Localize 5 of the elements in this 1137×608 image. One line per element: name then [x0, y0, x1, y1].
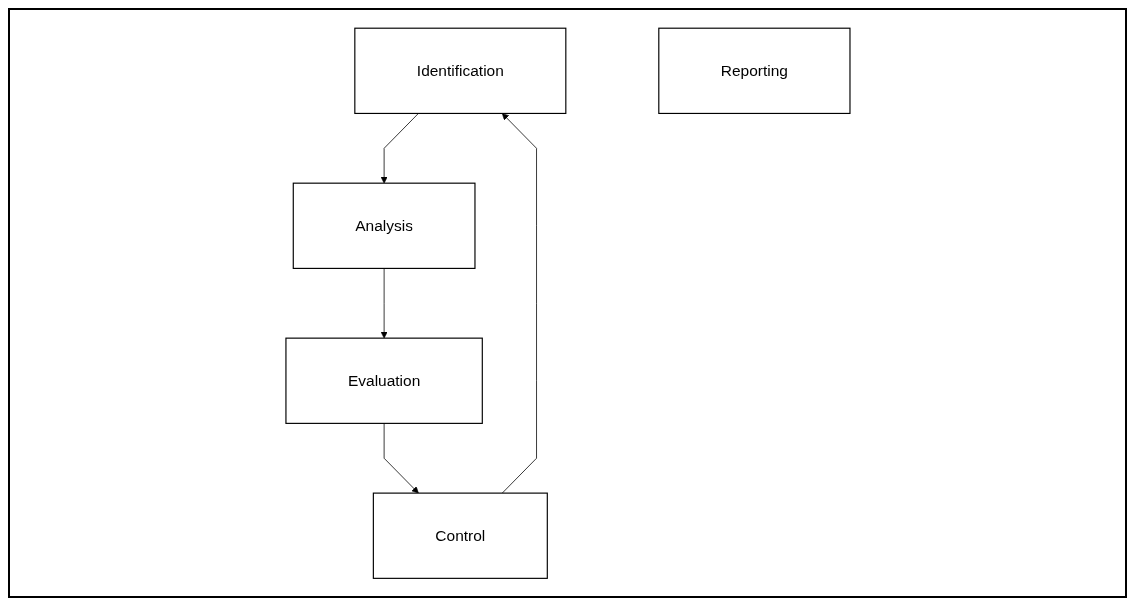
node-box: Identification [353, 27, 566, 114]
node-box: Reporting [657, 27, 851, 114]
node-box: Evaluation [284, 337, 483, 424]
node-box: Analysis [292, 182, 476, 269]
node-box: Control [372, 492, 548, 579]
